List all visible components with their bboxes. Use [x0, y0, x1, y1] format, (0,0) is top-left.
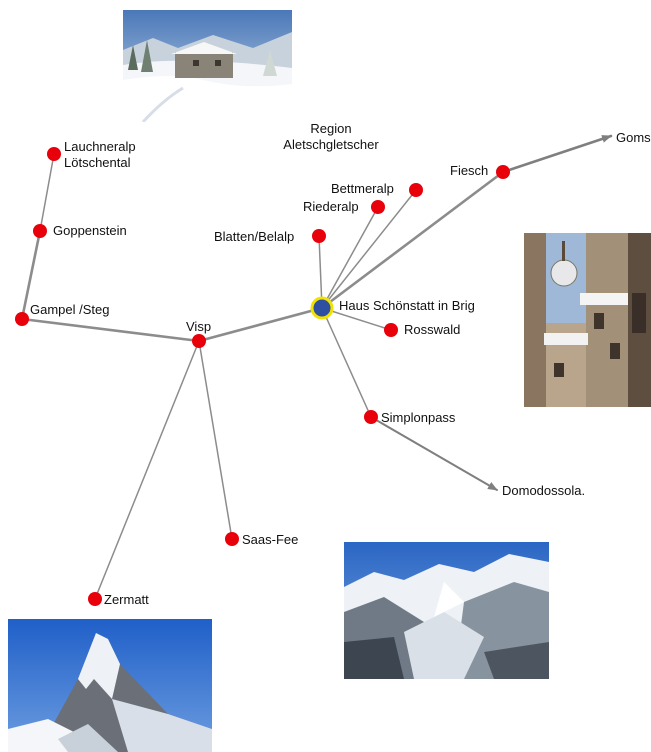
node-brig-hub	[310, 296, 334, 320]
edge-brig-fiesch	[320, 170, 505, 310]
arrow-to-domodossola	[370, 416, 498, 491]
arrow-to-goms	[501, 134, 613, 174]
region-label: Region Aletschgletscher	[276, 121, 386, 153]
label-goms: Goms	[616, 130, 651, 145]
edge-brig-blatten	[318, 235, 323, 309]
photo-snowy-valley	[344, 542, 549, 679]
photo-matterhorn	[8, 619, 212, 752]
node-riederalp	[371, 200, 385, 214]
node-simplonpass	[364, 410, 378, 424]
label-goppenstein: Goppenstein	[53, 223, 127, 238]
node-blatten	[312, 229, 326, 243]
label-lauchneralp-line1: Lauchneralp	[64, 139, 136, 154]
node-gampel	[15, 312, 29, 326]
label-lauchneralp-line2: Lötschental	[64, 155, 131, 170]
route-lines	[20, 134, 613, 600]
label-fiesch: Fiesch	[450, 163, 489, 178]
edge-lauchneralp-goppenstein	[39, 153, 55, 232]
edge-brig-bettmeralp	[321, 189, 417, 309]
edge-gampel-visp	[20, 317, 201, 343]
node-lauchneralp	[47, 147, 61, 161]
node-fiesch	[496, 165, 510, 179]
edge-brig-riederalp	[321, 206, 379, 309]
label-saasfee: Saas-Fee	[242, 532, 299, 547]
edge-visp-saasfee	[198, 340, 233, 540]
label-blatten: Blatten/Belalp	[214, 229, 295, 244]
edge-visp-zermatt	[94, 340, 200, 600]
edge-brig-rosswald	[321, 307, 392, 331]
node-zermatt	[88, 592, 102, 606]
label-brig: Haus Schönstatt in Brig	[339, 298, 475, 313]
label-visp: Visp	[186, 319, 212, 334]
node-saasfee	[225, 532, 239, 546]
photo-snowy-hut	[123, 10, 292, 122]
label-gampel: Gampel /Steg	[30, 302, 110, 317]
label-rosswald: Rosswald	[404, 322, 461, 337]
node-visp	[192, 334, 206, 348]
edge-brig-simplonpass	[321, 307, 372, 418]
label-lauchneralp: Lauchneralp Lötschental	[64, 139, 136, 171]
label-riederalp: Riederalp	[303, 199, 359, 214]
photo-town-towers	[524, 233, 651, 407]
stop-markers	[15, 147, 510, 606]
label-simplonpass: Simplonpass	[381, 410, 456, 425]
node-goppenstein	[33, 224, 47, 238]
region-label-line1: Region	[310, 121, 352, 136]
region-label-line2: Aletschgletscher	[283, 137, 379, 152]
label-bettmeralp: Bettmeralp	[331, 181, 394, 196]
node-bettmeralp	[409, 183, 423, 197]
node-rosswald	[384, 323, 398, 337]
edge-visp-brig	[197, 306, 324, 343]
edge-goppenstein-gampel	[20, 229, 42, 321]
label-domodossola: Domodossola.	[502, 483, 586, 498]
label-zermatt: Zermatt	[104, 592, 149, 607]
